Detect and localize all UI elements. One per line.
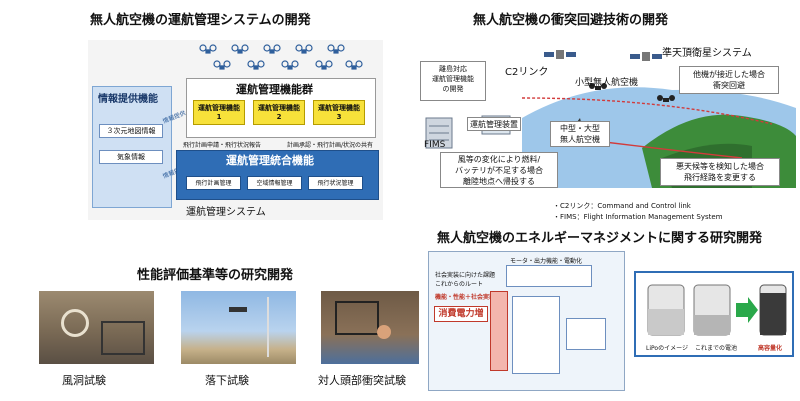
energy-top-label: モータ・出力機能・電動化 [510,258,583,265]
wind-line2: バッテリが不足する場合 [455,166,543,175]
qzss-label: 準天頂衛星システム [662,48,752,59]
wind-line3: 離陸地点へ帰投する [463,177,535,186]
ops-func-2-num: 2 [276,113,282,121]
energy-side-box [566,318,606,350]
drone-fleet [195,42,365,76]
approach-line1: 他機が接近した場合 [693,70,765,79]
remote-island-line1: 離島対応 [439,65,467,73]
impact-dummy-icon [377,325,391,339]
info-provider-label: 情報提供機能 [98,94,158,105]
battery-label-3: 高容量化 [758,345,783,352]
drop-pole-icon [267,297,269,357]
wind-tunnel-photo [39,291,154,364]
ops-group-label: 運航管理機能群 [236,83,313,96]
mid-large-line2: 無人航空機 [560,135,600,144]
energy-left-line1: 社会実装に向けた課題 [435,272,496,279]
remote-island-line3: の開発 [442,85,464,93]
small-uav-label: 小型無人航空機 [575,78,639,88]
battery-label-2: これまでの電池 [695,345,738,352]
sub-func-3: 飛行状況管理 [308,176,363,190]
utm-title: 無人航空機の運航管理システムの開発 [90,13,311,28]
collision-title: 無人航空機の衝突回避技術の開発 [473,13,669,28]
ops-func-1-label: 運航管理機能 [198,104,240,112]
note-c2: ・C2リンク：Command and Control link [553,202,691,210]
remote-island-line2: 運航管理機能 [432,75,474,83]
fims-label: FIMS [424,140,446,150]
mid-large-uav-box: 中型・大型 無人航空機 [550,121,610,147]
remote-island-box: 離島対応 運航管理機能 の開発 [420,61,486,101]
satellite-left-icon [544,50,576,59]
approach-line2: 衝突回避 [713,81,745,90]
bad-weather-box: 悪天候等を検知した場合 飛行経路を変更する [660,158,780,186]
drop-test-photo [181,291,296,364]
energy-stack-box [512,296,560,374]
impact-rig-icon [335,301,379,335]
sub-func-1: 飛行計画管理 [186,176,241,190]
integration-panel [176,150,379,200]
drone-icons [199,44,363,70]
wind-box: 風等の変化により燃料/ バッテリが不足する場合 離陸地点へ帰投する [440,152,558,188]
perf-title: 性能評価基準等の研究開発 [137,268,294,283]
sub-func-2: 空域情報管理 [247,176,302,190]
battery-visual [642,279,788,341]
head-impact-caption: 対人頭部衝突試験 [318,374,406,387]
bad-weather-line2: 飛行経路を変更する [684,173,756,182]
ops-device-box: 運航管理装置 [467,117,521,131]
integration-label: 運航管理統合機能 [226,154,314,167]
drone-other-icon [657,95,675,102]
map-info-box: ３次元地図情報 [99,124,163,138]
bad-weather-line1: 悪天候等を検知した場合 [676,162,764,171]
battery-icons [647,284,787,336]
satellite-right-icon [630,52,662,61]
note-fims: ・FIMS：Flight Information Management Syst… [553,213,723,221]
energy-red-arrow [490,291,508,371]
ops-func-2: 運航管理機能 2 [253,100,305,125]
ops-func-3-label: 運航管理機能 [318,104,360,112]
wind-tunnel-fan-icon [61,309,89,337]
energy-title: 無人航空機のエネルギーマネジメントに関する研究開発 [437,231,763,246]
power-increase-box: 消費電力増 [434,306,488,322]
energy-left-line3: 機能・性能＋社会実装化 [435,294,502,301]
ops-func-1: 運航管理機能 1 [193,100,245,125]
drone-small-icon [589,83,607,90]
wind-tunnel-caption: 風洞試験 [62,374,106,387]
ops-func-1-num: 1 [216,113,222,121]
utm-system-label: 運航管理システム [186,207,266,218]
approach-box: 他機が接近した場合 衝突回避 [679,66,779,94]
ops-func-3: 運航管理機能 3 [313,100,365,125]
info-provider-panel [92,86,172,208]
wind-tunnel-frame-icon [101,321,145,355]
c2link-label: C2リンク [505,67,549,78]
mid-large-line1: 中型・大型 [560,124,600,133]
ops-func-3-num: 3 [336,113,342,121]
head-impact-photo [321,291,419,364]
flow-left-label: 飛行計画申請・飛行状況報告 [183,142,262,149]
weather-info-box: 気象情報 [99,150,163,164]
energy-left-line2: これからのルート [435,281,484,288]
ops-func-2-label: 運航管理機能 [258,104,300,112]
battery-label-1: LiPoのイメージ [646,345,688,352]
drop-test-caption: 落下試験 [205,374,249,387]
flow-right-label: 計画承認・飛行計画/状況の共有 [287,142,374,149]
drop-drone-icon [229,307,247,312]
wind-line1: 風等の変化により燃料/ [457,155,541,164]
fims-server-icon [425,117,453,149]
energy-top-box [506,265,592,287]
